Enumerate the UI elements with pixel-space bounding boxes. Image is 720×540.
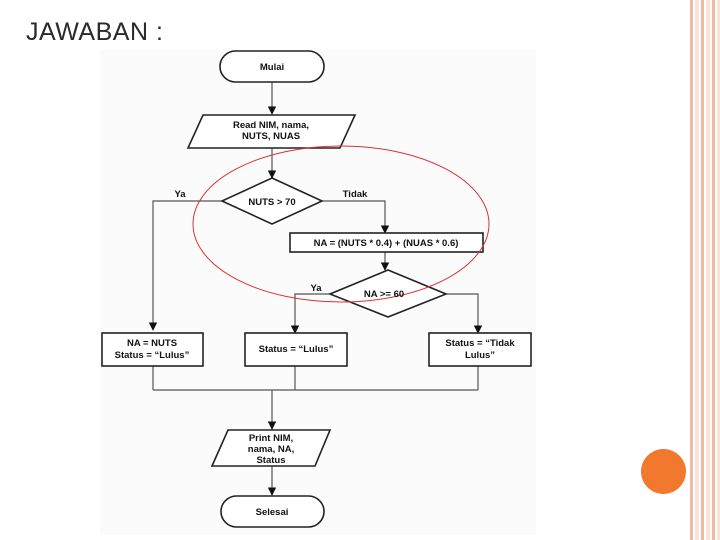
connector-decision1-no (322, 200, 390, 234)
decision1-label: NUTS > 70 (248, 197, 295, 208)
print-output-shape (210, 429, 332, 467)
decor-stripe-6 (717, 0, 720, 540)
box-right-line2: Lulus” (465, 350, 495, 361)
print-label-line1: Print NIM, (249, 433, 293, 444)
connector-decision2-yes (290, 293, 330, 334)
box-right-line1: Status = “Tidak (445, 338, 515, 349)
decision2-diamond (327, 269, 449, 318)
decision1-diamond (220, 177, 324, 225)
box-left-line1: NA = NUTS (127, 338, 177, 349)
decision2-label: NA >= 60 (364, 289, 404, 300)
decision2-yes-label: Ya (310, 283, 322, 294)
decor-stripe-2 (695, 0, 699, 540)
connector-decision1-yes (148, 200, 222, 331)
start-terminal (219, 50, 325, 83)
connector-decision2-no (446, 293, 483, 334)
read-label-line1: Read NIM, nama, (233, 120, 309, 131)
connectors (148, 82, 483, 496)
compute-label: NA = (NUTS * 0.4) + (NUAS * 0.6) (314, 238, 459, 249)
read-label-line2: NUTS, NUAS (242, 131, 300, 142)
start-label: Mulai (260, 62, 284, 73)
box-mid-label: Status = “Lulus” (259, 344, 334, 355)
decor-stripe-5 (712, 0, 715, 540)
read-input-shape (186, 114, 357, 149)
decor-stripe-4 (706, 0, 710, 540)
decision1-no-label: Tidak (343, 189, 368, 200)
highlight-circle (192, 145, 490, 303)
print-label-line2: nama, NA, (248, 444, 294, 455)
box-mid (244, 332, 348, 367)
decor-stripe-3 (701, 0, 704, 540)
compute-box (289, 232, 484, 253)
print-label-line3: Status (256, 455, 285, 466)
end-terminal (220, 495, 325, 528)
decision1-yes-label: Ya (174, 189, 186, 200)
box-right (428, 332, 532, 367)
end-label: Selesai (256, 507, 289, 518)
decor-stripe-1 (690, 0, 693, 540)
box-left (101, 332, 204, 367)
slide-title: JAWABAN : (26, 18, 164, 46)
box-left-line2: Status = “Lulus” (115, 350, 190, 361)
decor-orange-circle (641, 449, 686, 494)
